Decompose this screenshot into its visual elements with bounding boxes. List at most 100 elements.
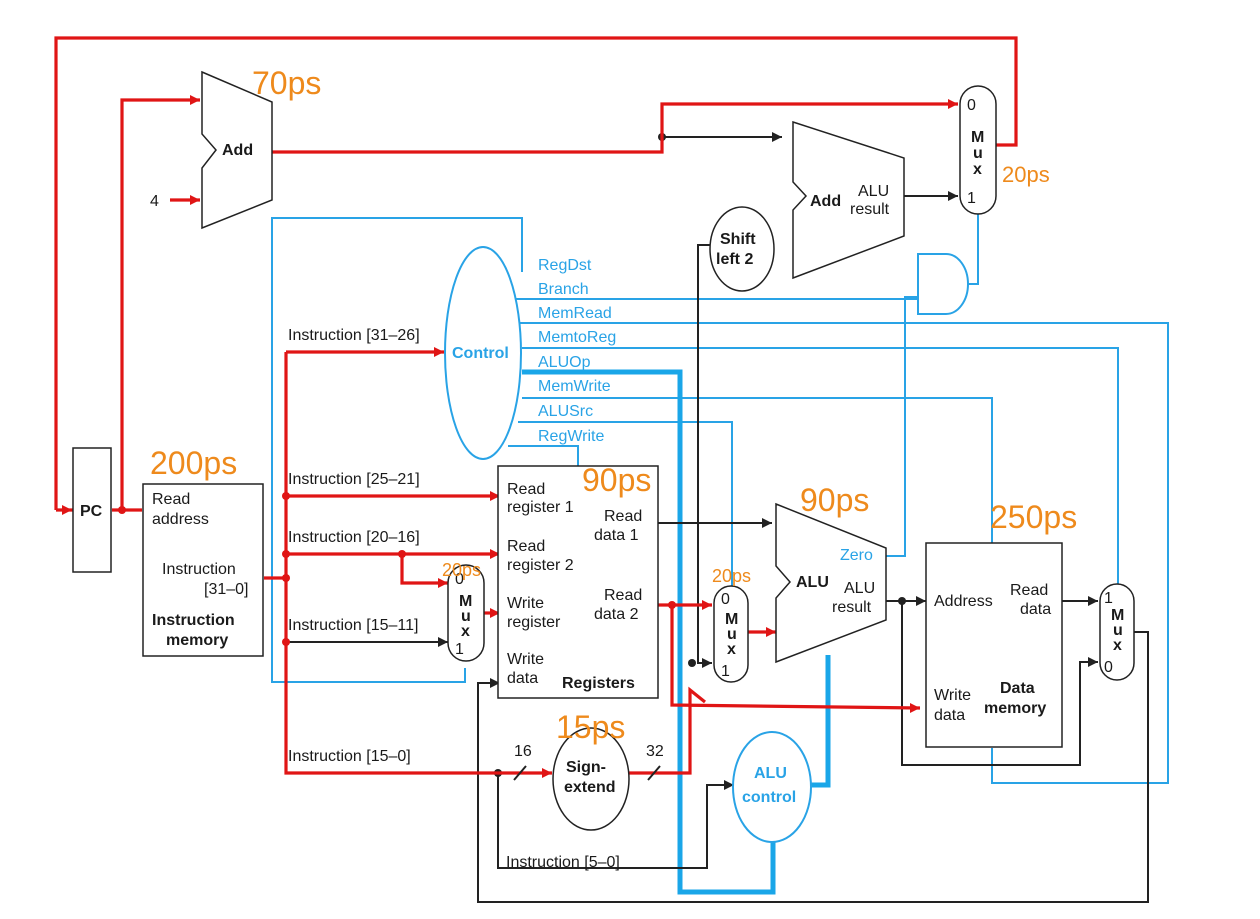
field-rd: Instruction [15–11] bbox=[288, 617, 418, 634]
alusrc-mux-u: u bbox=[727, 626, 737, 643]
dmem-write-2: data bbox=[934, 707, 965, 724]
latency-instruction-memory: 200ps bbox=[150, 445, 237, 481]
regdst-mux-zero: 0 bbox=[455, 571, 464, 588]
dmem-title-2: memory bbox=[984, 700, 1046, 717]
latency-add-pc: 70ps bbox=[252, 65, 321, 101]
imem-instr-2: [31–0] bbox=[204, 581, 248, 598]
latency-mux-pc: 20ps bbox=[1002, 162, 1050, 187]
memtoreg-mux-one: 1 bbox=[1104, 590, 1113, 607]
reg-rd2-b: data 2 bbox=[594, 606, 639, 623]
reg-rr1-b: register 1 bbox=[507, 499, 574, 516]
sign-extend-out-bits: 32 bbox=[646, 743, 664, 760]
alusrc-mux-x: x bbox=[727, 641, 736, 658]
constant-four: 4 bbox=[150, 193, 159, 210]
sign-extend: Sign- extend 16 32 bbox=[513, 727, 664, 831]
alu-result-1: ALU bbox=[844, 580, 875, 597]
branch-adder-result2: result bbox=[850, 201, 890, 218]
alusrc-mux-m: M bbox=[725, 611, 738, 628]
imem-title-2: memory bbox=[166, 632, 228, 649]
reg-wr-a: Write bbox=[507, 595, 544, 612]
control-label: Control bbox=[452, 345, 509, 362]
memtoreg-mux-u: u bbox=[1113, 622, 1123, 639]
imem-read-2: address bbox=[152, 511, 209, 528]
latency-registers: 90ps bbox=[582, 462, 651, 498]
control-unit: Control bbox=[444, 246, 522, 460]
main-alu: ALU Zero ALU result bbox=[775, 502, 887, 664]
sign-extend-label-1: Sign- bbox=[566, 759, 606, 776]
latency-data-memory: 250ps bbox=[990, 499, 1077, 535]
latency-mux-alusrc: 20ps bbox=[712, 566, 751, 586]
imem-title-1: Instruction bbox=[152, 612, 235, 629]
signal-branch: Branch bbox=[538, 281, 589, 298]
shift-left-2: Shift left 2 bbox=[709, 206, 775, 292]
dmem-read-1: Read bbox=[1010, 582, 1048, 599]
alusrc-mux-zero: 0 bbox=[721, 591, 730, 608]
regdst-mux-u: u bbox=[461, 608, 471, 625]
arrowheads bbox=[62, 95, 1098, 790]
control-wires bbox=[271, 214, 1169, 895]
dmem-read-2: data bbox=[1020, 601, 1051, 618]
reg-rd2-a: Read bbox=[604, 587, 642, 604]
pc-adder-label: Add bbox=[222, 142, 253, 159]
branch-and-gate bbox=[917, 253, 969, 315]
register-file: Read register 1 Read register 2 Write re… bbox=[497, 465, 659, 699]
field-imm: Instruction [15–0] bbox=[288, 748, 411, 765]
memtoreg-mux-m: M bbox=[1111, 607, 1124, 624]
reg-rd1-b: data 1 bbox=[594, 527, 639, 544]
reg-rd1-a: Read bbox=[604, 508, 642, 525]
critical-path-wires bbox=[54, 36, 1018, 775]
regdst-mux-x: x bbox=[461, 623, 470, 640]
sign-extend-in-bits: 16 bbox=[514, 743, 532, 760]
pc-mux-one: 1 bbox=[967, 190, 976, 207]
reg-rr2-b: register 2 bbox=[507, 557, 574, 574]
pc-mux-zero: 0 bbox=[967, 97, 976, 114]
alu-control-label-1: ALU bbox=[754, 765, 787, 782]
signal-memwrite: MemWrite bbox=[538, 378, 611, 395]
shift-label-1: Shift bbox=[720, 231, 756, 248]
alu-zero-label: Zero bbox=[840, 547, 873, 564]
pc-register: PC bbox=[72, 447, 112, 573]
signal-regdst: RegDst bbox=[538, 257, 592, 274]
alu-control: ALU control bbox=[732, 731, 812, 843]
regdst-mux: 0 M u x 1 bbox=[447, 564, 485, 662]
alusrc-mux-one: 1 bbox=[721, 663, 730, 680]
pc-mux-x: x bbox=[973, 161, 982, 178]
latency-alu: 90ps bbox=[800, 482, 869, 518]
alu-label: ALU bbox=[796, 574, 829, 591]
alusrc-mux: 0 M u x 1 bbox=[713, 585, 749, 683]
sign-extend-label-2: extend bbox=[564, 779, 616, 796]
reg-wd-a: Write bbox=[507, 651, 544, 668]
field-op: Instruction [31–26] bbox=[288, 327, 420, 344]
reg-wd-b: data bbox=[507, 670, 538, 687]
regdst-mux-m: M bbox=[459, 593, 472, 610]
pc-mux-u: u bbox=[973, 145, 983, 162]
shift-label-2: left 2 bbox=[716, 251, 753, 268]
regdst-mux-one: 1 bbox=[455, 641, 464, 658]
signal-memtoreg: MemtoReg bbox=[538, 329, 616, 346]
latency-sign-extend: 15ps bbox=[556, 709, 625, 745]
reg-rr1-a: Read bbox=[507, 481, 545, 498]
field-funct: Instruction [5–0] bbox=[506, 854, 620, 871]
latency-mux-regdst: 20ps bbox=[442, 560, 481, 580]
signal-aluop: ALUOp bbox=[538, 354, 591, 371]
branch-adder-label: Add bbox=[810, 193, 841, 210]
instruction-memory: Read address Instruction [31–0] Instruct… bbox=[142, 483, 264, 657]
dmem-address: Address bbox=[934, 593, 993, 610]
signal-regwrite: RegWrite bbox=[538, 428, 604, 445]
reg-wr-b: register bbox=[507, 614, 561, 631]
imem-read-1: Read bbox=[152, 491, 190, 508]
pc-mux: 0 M u x 1 bbox=[959, 85, 997, 215]
pc-adder: Add bbox=[201, 70, 273, 230]
pc-mux-m: M bbox=[971, 129, 984, 146]
dmem-title-1: Data bbox=[1000, 680, 1035, 697]
field-rs: Instruction [25–21] bbox=[288, 471, 420, 488]
dmem-write-1: Write bbox=[934, 687, 971, 704]
field-rt: Instruction [20–16] bbox=[288, 529, 420, 546]
memtoreg-mux-x: x bbox=[1113, 637, 1122, 654]
data-memory: Address Read data Write data Data memory bbox=[925, 542, 1063, 748]
signal-alusrc: ALUSrc bbox=[538, 403, 593, 420]
pc-label: PC bbox=[80, 503, 103, 520]
branch-adder-result1: ALU bbox=[858, 183, 889, 200]
latency-annotations: 70ps 20ps 200ps 90ps 90ps 250ps 20ps 20p… bbox=[150, 65, 1077, 745]
branch-adder: Add ALU result bbox=[792, 120, 905, 280]
